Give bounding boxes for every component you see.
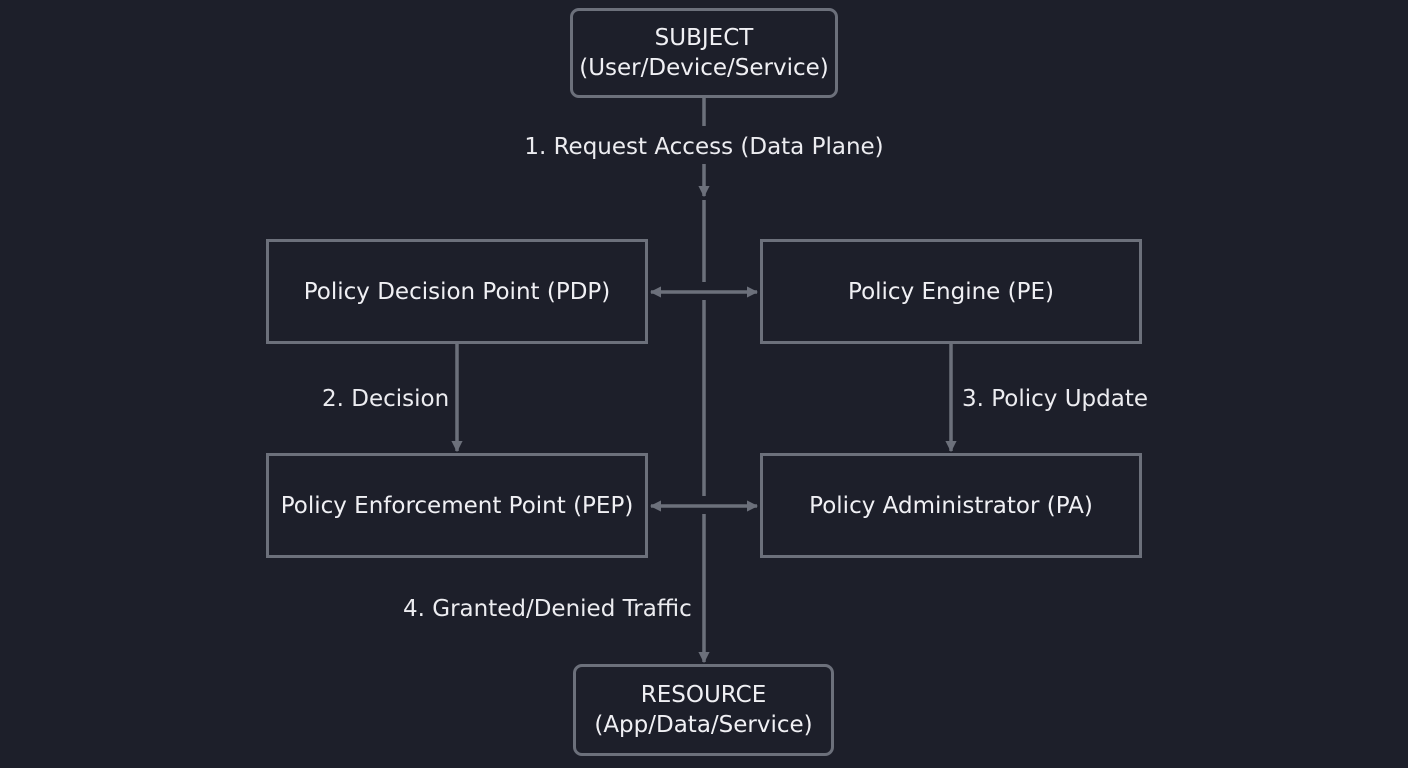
resource-title: RESOURCE xyxy=(640,682,767,708)
subject-node: SUBJECT (User/Device/Service) xyxy=(570,8,838,98)
subject-subtitle: (User/Device/Service) xyxy=(579,55,829,81)
pe-node: Policy Engine (PE) xyxy=(760,239,1142,344)
traffic-label: 4. Granted/Denied Traffic xyxy=(403,596,692,622)
pa-node: Policy Administrator (PA) xyxy=(760,453,1142,558)
resource-node: RESOURCE (App/Data/Service) xyxy=(573,664,834,756)
subject-title: SUBJECT xyxy=(654,25,754,51)
pdp-label: Policy Decision Point (PDP) xyxy=(303,278,611,305)
resource-subtitle: (App/Data/Service) xyxy=(594,712,813,738)
pe-label: Policy Engine (PE) xyxy=(848,278,1054,305)
pep-node: Policy Enforcement Point (PEP) xyxy=(266,453,648,558)
policy-update-label: 3. Policy Update xyxy=(962,386,1149,412)
pdp-node: Policy Decision Point (PDP) xyxy=(266,239,648,344)
decision-label: 2. Decision xyxy=(322,386,450,412)
pa-label: Policy Administrator (PA) xyxy=(809,492,1093,519)
request-access-label-row: 1. Request Access (Data Plane) xyxy=(0,132,1408,162)
pep-label: Policy Enforcement Point (PEP) xyxy=(280,492,634,519)
request-access-label: 1. Request Access (Data Plane) xyxy=(520,134,888,160)
